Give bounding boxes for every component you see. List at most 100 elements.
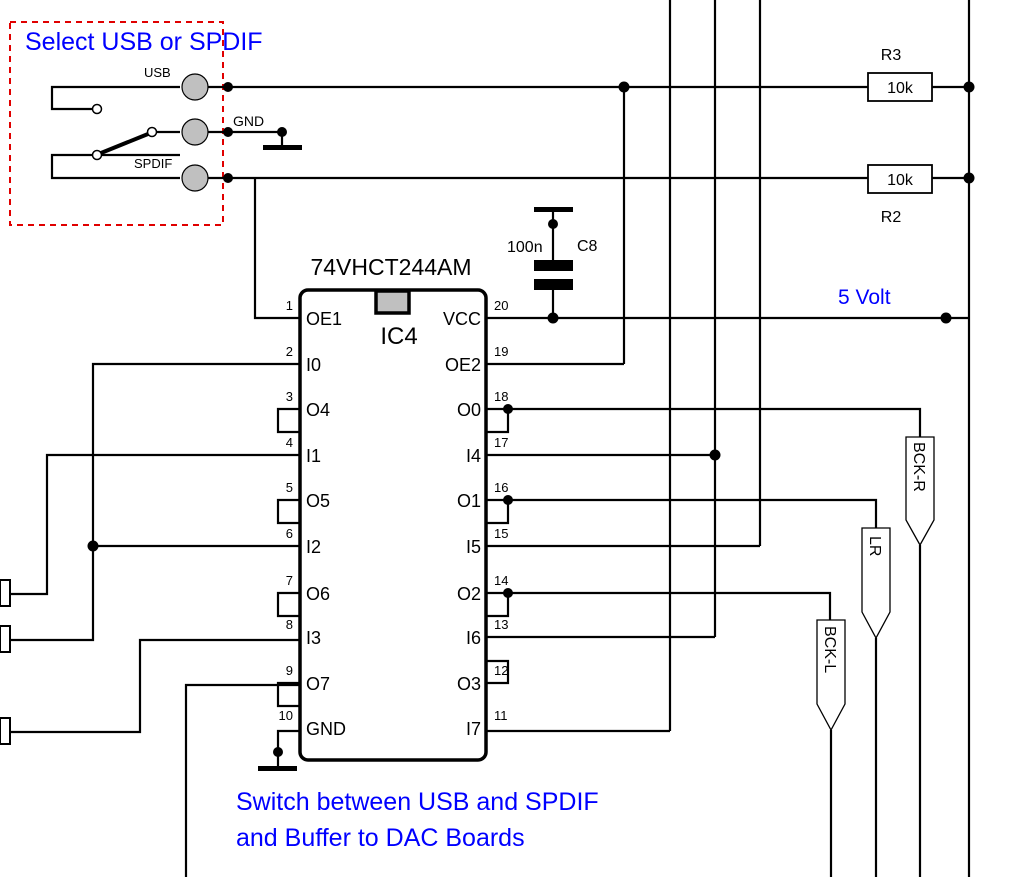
spdif-wire	[50, 153, 180, 180]
c8-ground	[534, 207, 573, 212]
ic-pin-left: 8I3	[286, 617, 321, 648]
r3-value: 10k	[887, 80, 914, 97]
pin-name: I1	[306, 446, 321, 466]
ic-pin-left: 9O7	[286, 663, 330, 694]
pin-name: I4	[466, 446, 481, 466]
oe1-net	[253, 178, 300, 320]
selector-title: Select USB or SPDIF	[25, 28, 263, 56]
pin-number: 19	[494, 344, 508, 359]
pin-name: I5	[466, 537, 481, 557]
pin-number: 2	[286, 344, 293, 359]
pin-number: 16	[494, 480, 508, 495]
pin-number: 10	[279, 708, 293, 723]
pin-number: 15	[494, 526, 508, 541]
resistor-r2	[867, 164, 933, 194]
caption-line-1: Switch between USB and SPDIF	[236, 788, 599, 816]
pin-number: 1	[286, 298, 293, 313]
usb-label: USB	[144, 65, 171, 80]
pin-number: 3	[286, 389, 293, 404]
spdif-label: SPDIF	[134, 156, 172, 171]
pin-name: O1	[457, 491, 481, 511]
pin-name: O5	[306, 491, 330, 511]
ic-notch	[374, 289, 411, 315]
capacitor-c8-plate-bottom	[534, 279, 573, 290]
r3-ref: R3	[881, 47, 902, 64]
i0-net	[10, 362, 300, 642]
ground-symbol	[263, 145, 302, 150]
pin-number: 8	[286, 617, 293, 632]
capacitor-c8-plate-top	[534, 260, 573, 271]
pin-name: OE1	[306, 309, 342, 329]
c8-value: 100n	[507, 239, 543, 256]
pin-name: I2	[306, 537, 321, 557]
ic-pin-left: 6I2	[286, 526, 321, 557]
switch-contact-gnd	[146, 126, 158, 138]
connector-pad	[0, 579, 11, 607]
svg-text:BCK-L: BCK-L	[821, 626, 838, 673]
r2-value: 10k	[887, 172, 914, 189]
pin-name: VCC	[443, 309, 481, 329]
usb-wire	[50, 85, 180, 111]
net-label-lr: LR	[861, 527, 891, 877]
ic-part-number: 74VHCT244AM	[310, 254, 471, 280]
ground-symbol	[258, 766, 297, 771]
pin-number: 17	[494, 435, 508, 450]
pin-number: 6	[286, 526, 293, 541]
bck-r-net	[486, 407, 922, 437]
pin-number: 14	[494, 573, 508, 588]
c8-ref: C8	[577, 238, 598, 255]
pin-number: 11	[494, 708, 508, 723]
ic-pin-left: 7O6	[286, 573, 330, 604]
gnd-jack	[181, 118, 209, 146]
ic-pin-left: 5O5	[286, 480, 330, 511]
net-label-bck-l: BCK-L	[816, 619, 846, 877]
lr-net	[486, 498, 878, 528]
connector-pad	[0, 625, 11, 653]
caption-line-2: and Buffer to DAC Boards	[236, 824, 525, 852]
switch-lever[interactable]	[100, 132, 149, 155]
gnd-label: GND	[233, 113, 264, 129]
pin-name: I3	[306, 628, 321, 648]
pin-name: O4	[306, 400, 330, 420]
pin-number: 13	[494, 617, 508, 632]
bck-l-net	[486, 591, 832, 620]
svg-text:BCK-R: BCK-R	[910, 442, 927, 492]
gnd-net	[208, 130, 284, 146]
selector-box	[9, 21, 224, 226]
pin-number: 5	[286, 480, 293, 495]
pin-number: 18	[494, 389, 508, 404]
pin-name: O6	[306, 584, 330, 604]
pin-name: O0	[457, 400, 481, 420]
pin-name: I7	[466, 719, 481, 739]
r2-ref: R2	[881, 209, 902, 226]
pin-name: I6	[466, 628, 481, 648]
pin-number: 4	[286, 435, 293, 450]
pin-name: O2	[457, 584, 481, 604]
pin-name: O3	[457, 674, 481, 694]
pin-number: 12	[494, 663, 508, 678]
switch-common-contact	[91, 149, 103, 161]
pin-name: GND	[306, 719, 346, 739]
usb-jack	[181, 73, 209, 101]
ic-pin-left: 3O4	[286, 389, 330, 420]
ic-pin-left: 4I1	[286, 435, 321, 466]
pin-number: 7	[286, 573, 293, 588]
net-label-bck-r: BCK-R	[905, 436, 935, 877]
switch-contact-usb	[91, 103, 103, 115]
pin-name: OE2	[445, 355, 481, 375]
pin-number: 9	[286, 663, 293, 678]
pin-name: O7	[306, 674, 330, 694]
ic-ref: IC4	[380, 323, 417, 350]
